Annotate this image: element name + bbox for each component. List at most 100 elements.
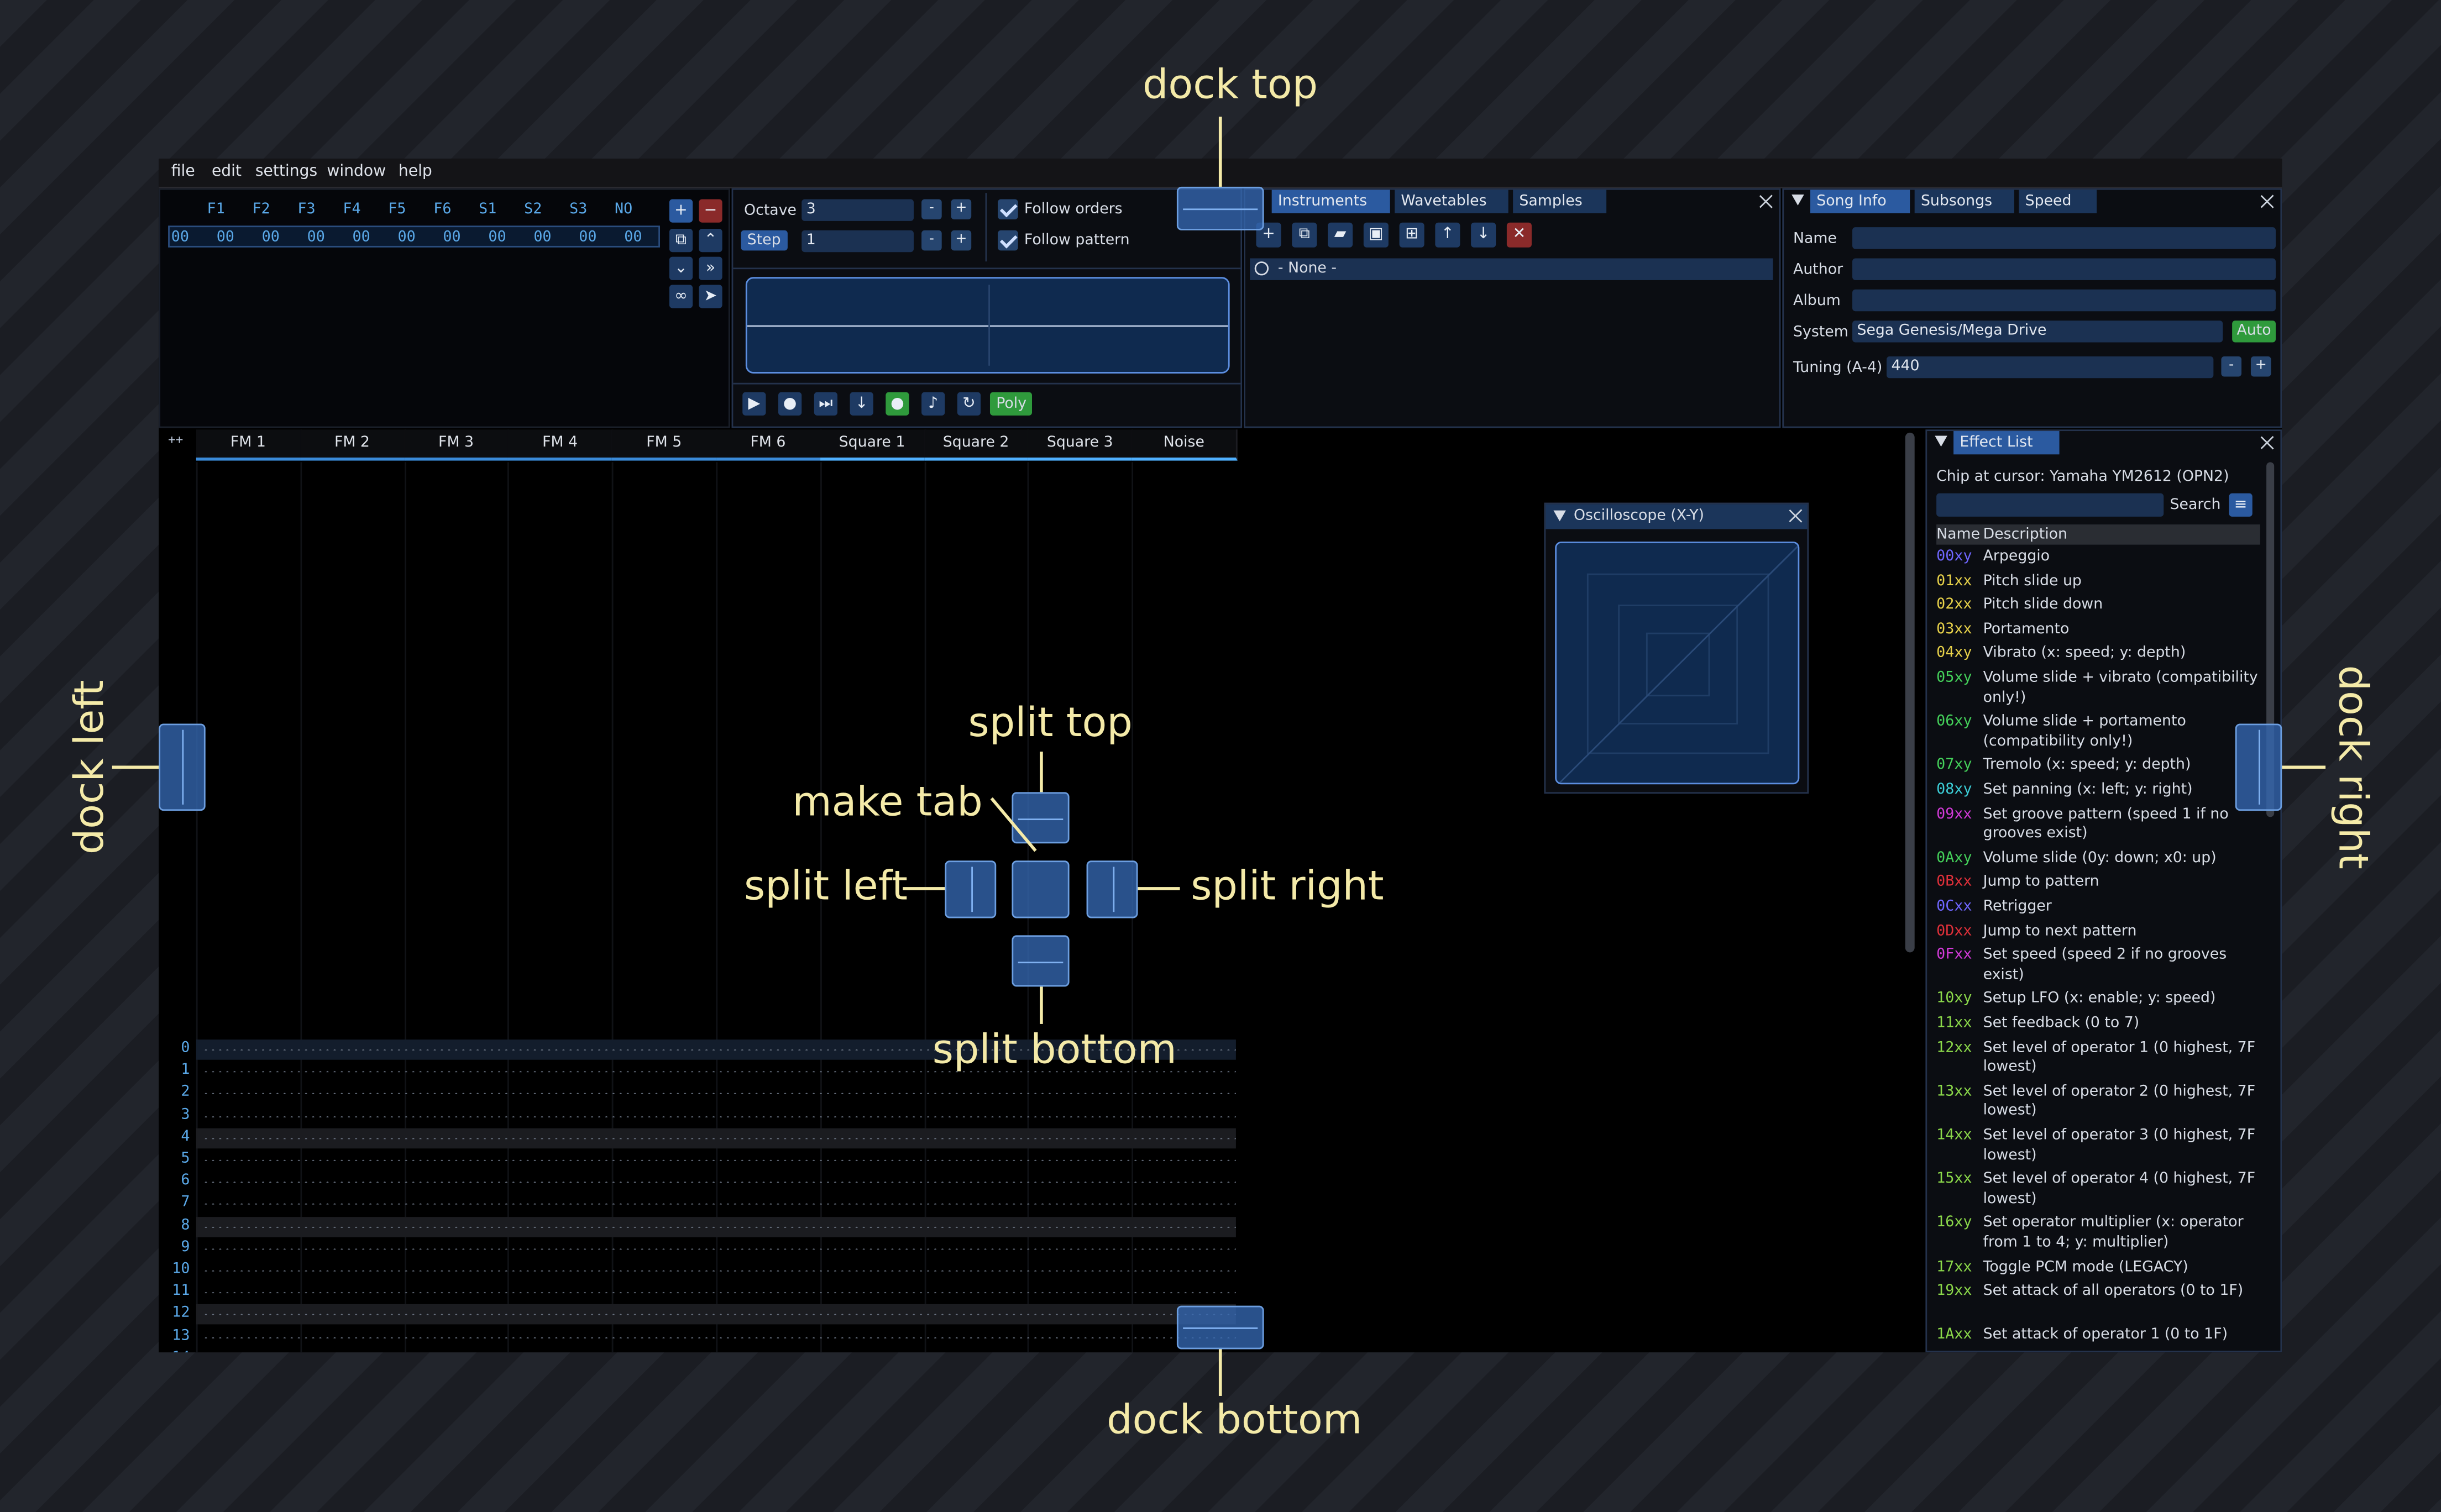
split-bottom-target[interactable] <box>1012 935 1070 987</box>
order-cell[interactable]: 00 <box>579 228 597 246</box>
step-label[interactable]: Step <box>741 230 787 251</box>
close-icon[interactable] <box>2260 435 2274 449</box>
channel-header[interactable]: Square 3 <box>1028 429 1134 461</box>
order-cell[interactable]: 00 <box>533 228 552 246</box>
close-icon[interactable] <box>1789 509 1803 523</box>
step-input[interactable]: 1 <box>802 230 914 253</box>
move-order-up-button[interactable]: ⌃ <box>699 228 722 253</box>
table-row[interactable] <box>202 1336 1236 1338</box>
table-row[interactable] <box>202 1070 1236 1073</box>
table-row[interactable] <box>202 1093 1236 1095</box>
channel-header[interactable]: FM 6 <box>716 429 822 461</box>
tuning-minus-button[interactable]: - <box>2221 356 2242 377</box>
add-instrument-button[interactable]: + <box>1256 222 1281 248</box>
table-row[interactable] <box>202 1225 1236 1227</box>
move-order-down-button[interactable]: ⌄ <box>669 256 693 280</box>
instrument-tree-button[interactable]: ⊞ <box>1399 222 1424 248</box>
step-one-row-button[interactable]: ⏭ <box>814 392 838 416</box>
make-tab-target[interactable] <box>1012 860 1070 918</box>
order-select-button[interactable]: ➤ <box>699 285 722 308</box>
channel-header[interactable]: Noise <box>1132 429 1238 461</box>
menu-edit[interactable]: edit <box>211 163 242 181</box>
close-icon[interactable] <box>1759 195 1773 208</box>
tab-effect-list[interactable]: Effect List <box>1953 431 2060 455</box>
collapse-triangle-icon[interactable] <box>1935 435 1947 447</box>
dock-right-target[interactable] <box>2235 723 2282 811</box>
effect-search-input[interactable] <box>1936 493 2164 517</box>
octave-plus-button[interactable]: + <box>951 199 972 220</box>
octave-input[interactable]: 3 <box>802 199 914 221</box>
menu-help[interactable]: help <box>398 163 432 181</box>
tab-instruments[interactable]: Instruments <box>1271 190 1390 213</box>
poly-button[interactable]: Poly <box>989 392 1033 416</box>
order-cell[interactable]: 00 <box>171 228 190 246</box>
table-row[interactable] <box>202 1115 1236 1117</box>
tab-wavetables[interactable]: Wavetables <box>1395 190 1508 213</box>
table-row[interactable] <box>202 1269 1236 1272</box>
order-cell[interactable]: 00 <box>352 228 370 246</box>
menu-settings[interactable]: settings <box>255 163 318 181</box>
name-input[interactable] <box>1852 227 2276 249</box>
tab-subsongs[interactable]: Subsongs <box>1914 190 2014 213</box>
split-left-target[interactable] <box>945 860 997 918</box>
table-row[interactable] <box>202 1159 1236 1161</box>
octave-minus-button[interactable]: - <box>921 199 942 220</box>
album-input[interactable] <box>1852 289 2276 312</box>
menu-window[interactable]: window <box>327 163 386 181</box>
order-end-button[interactable]: » <box>699 256 722 280</box>
menu-file[interactable]: file <box>171 163 195 181</box>
tab-song-info[interactable]: Song Info <box>1810 190 1910 213</box>
system-input[interactable]: Sega Genesis/Mega Drive <box>1852 321 2223 343</box>
metronome-button[interactable]: ♪ <box>921 392 945 416</box>
author-input[interactable] <box>1852 258 2276 280</box>
open-instrument-button[interactable]: ▰ <box>1328 222 1353 248</box>
play-button[interactable]: ▶ <box>742 392 766 416</box>
channel-header[interactable]: FM 2 <box>300 429 406 461</box>
tuning-plus-button[interactable]: + <box>2250 356 2271 377</box>
list-item[interactable]: - None - <box>1250 258 1773 280</box>
order-cell[interactable]: 00 <box>624 228 642 246</box>
channel-header[interactable]: FM 4 <box>508 429 614 461</box>
delete-instrument-button[interactable]: ✕ <box>1506 222 1532 248</box>
step-plus-button[interactable]: + <box>951 230 972 251</box>
order-cell[interactable]: 00 <box>397 228 416 246</box>
follow-orders-checkbox[interactable] <box>998 199 1018 220</box>
oscilloscope-titlebar[interactable]: Oscilloscope (X-Y) <box>1546 504 1808 529</box>
main-scrollbar[interactable] <box>1905 432 1915 953</box>
play-from-cursor-button[interactable]: ● <box>778 392 802 416</box>
table-row[interactable] <box>202 1247 1236 1250</box>
move-instrument-up-button[interactable]: ↑ <box>1435 222 1460 248</box>
add-order-button[interactable]: + <box>669 199 693 223</box>
channel-header[interactable]: FM 3 <box>404 429 510 461</box>
table-row[interactable] <box>202 1137 1236 1139</box>
effect-menu-button[interactable]: ≡ <box>2229 493 2253 517</box>
order-link-button[interactable]: ∞ <box>669 285 693 308</box>
order-cell[interactable]: 00 <box>261 228 280 246</box>
auto-button[interactable]: Auto <box>2232 321 2276 343</box>
table-row[interactable] <box>202 1292 1236 1294</box>
table-row[interactable] <box>202 1048 1236 1051</box>
channel-header[interactable]: FM 5 <box>612 429 718 461</box>
pattern-corner-button[interactable]: ++ <box>168 432 184 447</box>
close-icon[interactable] <box>2260 195 2274 208</box>
record-button[interactable]: ● <box>886 392 909 416</box>
tab-speed[interactable]: Speed <box>2019 190 2097 213</box>
repeat-button[interactable]: ↻ <box>957 392 981 416</box>
table-row[interactable] <box>202 1203 1236 1205</box>
duplicate-order-button[interactable]: ⧉ <box>669 228 693 253</box>
order-cell[interactable]: 00 <box>216 228 234 246</box>
table-row[interactable] <box>202 1181 1236 1183</box>
order-cell[interactable]: 00 <box>488 228 506 246</box>
split-top-target[interactable] <box>1012 792 1070 844</box>
tab-samples[interactable]: Samples <box>1513 190 1607 213</box>
move-instrument-down-button[interactable]: ↓ <box>1471 222 1496 248</box>
table-row[interactable] <box>202 1314 1236 1316</box>
dock-top-target[interactable] <box>1176 186 1264 230</box>
dock-left-target[interactable] <box>159 723 206 811</box>
stop-button[interactable]: ↓ <box>850 392 873 416</box>
split-right-target[interactable] <box>1086 860 1138 918</box>
order-cell[interactable]: 00 <box>307 228 325 246</box>
remove-order-button[interactable]: − <box>699 199 722 223</box>
follow-pattern-checkbox[interactable] <box>998 230 1018 251</box>
